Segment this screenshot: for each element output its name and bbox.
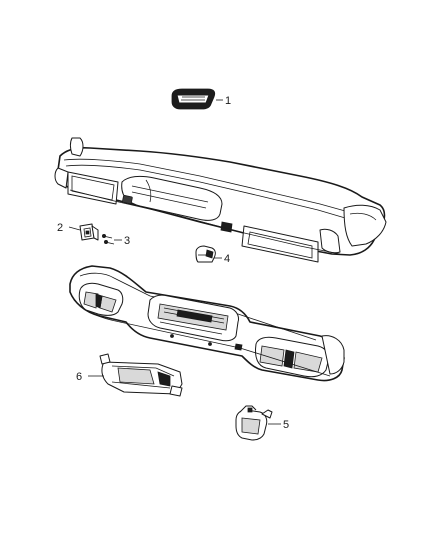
callout-6: 6 (76, 371, 82, 383)
callout-3: 3 (124, 235, 130, 247)
leader-line-2 (68, 226, 81, 231)
upper-bumper (54, 137, 387, 263)
part-2-bracket (79, 223, 99, 241)
part-3-fasteners (102, 233, 115, 245)
lower-bumper (69, 265, 345, 382)
callout-4: 4 (224, 253, 230, 265)
callout-1: 1 (225, 95, 231, 107)
callout-5: 5 (283, 419, 289, 431)
part-4-sensor-housing (195, 245, 216, 263)
part-6-bracket (99, 353, 183, 397)
part-1-step-pad (171, 88, 216, 110)
callout-2: 2 (57, 222, 63, 234)
part-5-lamp-housing (235, 405, 273, 441)
